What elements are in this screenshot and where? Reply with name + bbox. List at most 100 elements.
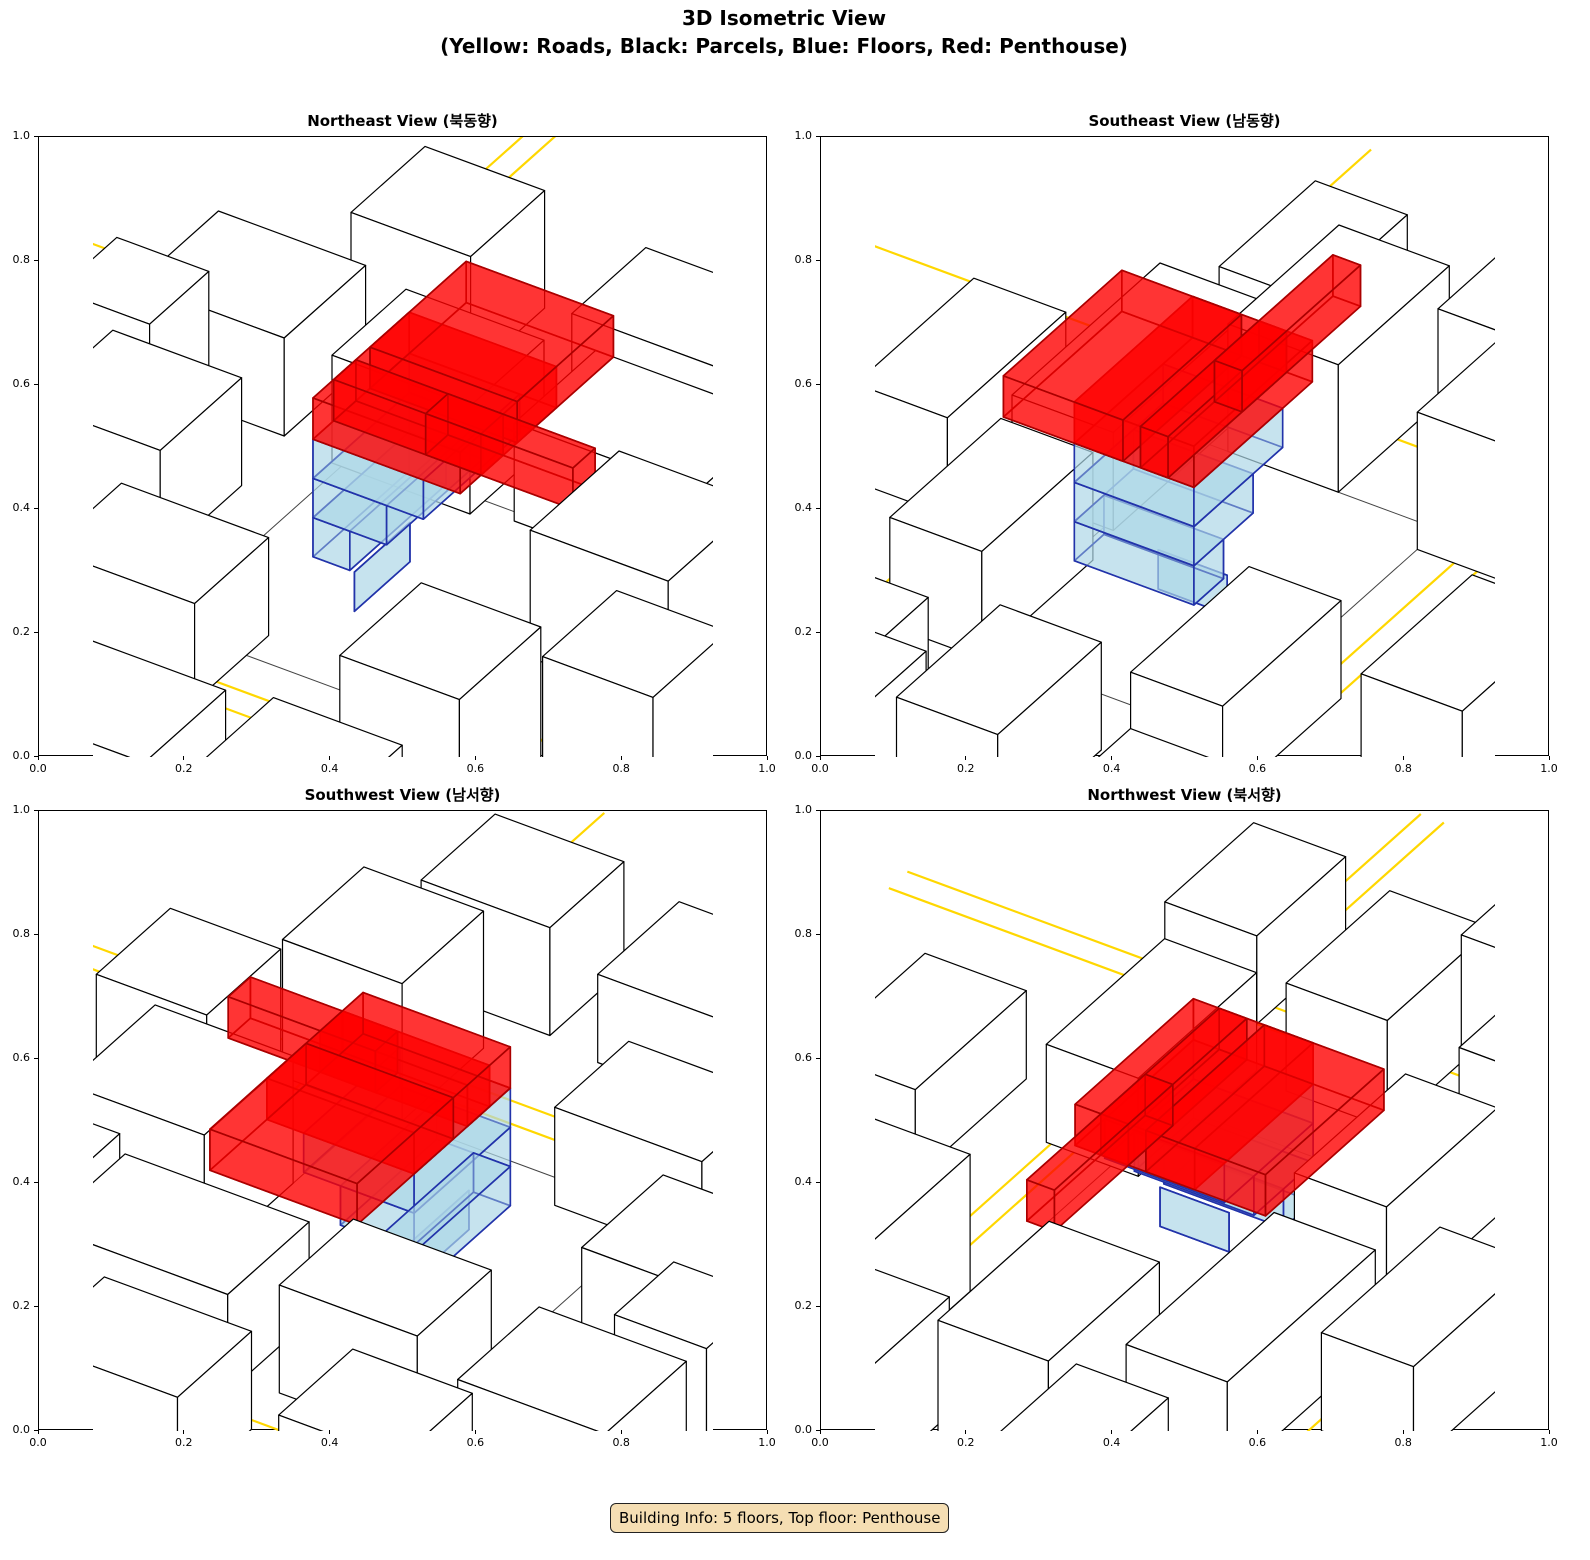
y-tick-mark [34,259,38,261]
y-tick-mark [816,1181,820,1183]
y-tick-mark [816,383,820,385]
x-tick-label: 1.0 [758,762,776,775]
x-tick-mark [965,1430,967,1434]
x-tick-label: 0.8 [612,762,630,775]
y-tick-label: 0.4 [12,501,31,514]
x-tick-label: 0.4 [1102,1436,1121,1449]
y-tick-mark [34,1181,38,1183]
parcel-building-right-face [1130,1397,1169,1431]
x-tick-mark [329,1430,331,1434]
x-tick-mark [1256,1430,1258,1434]
x-tick-mark [1256,756,1258,760]
y-tick-mark [816,1429,820,1431]
y-tick-label: 0.6 [794,1051,813,1064]
y-tick-mark [816,259,820,261]
y-tick-label: 0.0 [12,1423,31,1436]
floor-right-face [353,521,411,613]
x-tick-mark [965,756,967,760]
penthouse-right-face [1053,1083,1174,1233]
y-tick-mark [34,135,38,137]
parcel-building-right-face [997,641,1102,757]
figure-subtitle: (Yellow: Roads, Black: Parcels, Blue: Fl… [440,34,1128,58]
scene-canvas [93,137,713,757]
y-tick-mark [34,755,38,757]
x-tick-label: 1.0 [1540,1436,1558,1449]
scene [93,137,713,757]
parcel-building-right-face [607,1360,687,1431]
parcel-building-right-face [149,689,227,757]
x-tick-label: 0.6 [466,1436,485,1449]
x-tick-label: 0.4 [320,1436,339,1449]
parcel-building-right-face [981,451,1094,660]
y-tick-label: 0.2 [794,625,813,638]
x-tick-mark [1111,756,1113,760]
scene-canvas [875,148,1495,757]
parcel-building-right-face [458,626,542,757]
parcel-building-front-face [93,743,131,757]
y-tick-mark [34,507,38,509]
y-tick-mark [34,809,38,811]
panel-title: Southeast View (남동향) [1088,112,1281,130]
x-tick-mark [766,1430,768,1434]
x-tick-mark [620,1430,622,1434]
scene [93,812,713,1431]
y-tick-mark [816,1057,820,1059]
axes [820,810,1549,1431]
y-tick-label: 1.0 [794,803,813,816]
parcel-building-right-face [914,990,1027,1179]
x-tick-mark [329,756,331,760]
x-tick-label: 0.6 [1248,1436,1267,1449]
scene [875,148,1495,757]
y-tick-mark [34,1305,38,1307]
y-tick-label: 0.8 [794,253,813,266]
x-tick-mark [37,1430,39,1434]
x-tick-mark [183,756,185,760]
x-tick-label: 0.8 [1394,1436,1412,1449]
y-tick-mark [34,1429,38,1431]
x-tick-mark [474,756,476,760]
y-tick-label: 0.8 [794,927,813,940]
x-tick-label: 0.8 [1394,762,1412,775]
axes [38,810,767,1431]
y-tick-label: 0.8 [12,927,31,940]
parcel-building-front-face [278,1414,324,1431]
y-tick-label: 0.2 [794,1299,813,1312]
x-tick-label: 0.0 [29,762,47,775]
y-tick-label: 0.0 [794,749,813,762]
y-tick-label: 0.4 [12,1175,31,1188]
y-tick-label: 0.4 [794,501,813,514]
y-tick-mark [34,1057,38,1059]
y-tick-label: 0.6 [12,1051,31,1064]
y-tick-label: 1.0 [12,803,31,816]
parcel-building-right-face [705,1342,713,1431]
axes [820,136,1549,757]
penthouse-right-face [1241,264,1362,413]
x-tick-label: 0.6 [466,762,485,775]
x-tick-label: 0.2 [957,1436,975,1449]
y-tick-mark [816,135,820,137]
y-tick-mark [816,507,820,509]
y-tick-label: 0.8 [12,253,31,266]
y-tick-label: 0.2 [12,625,31,638]
scene-canvas [875,813,1495,1431]
x-tick-label: 0.8 [612,1436,630,1449]
parcel-building-right-face [652,643,713,757]
x-tick-label: 0.2 [175,1436,193,1449]
y-tick-mark [34,933,38,935]
x-tick-mark [183,1430,185,1434]
parcel-building-front-face [1416,411,1495,579]
scene [875,813,1495,1431]
y-tick-label: 0.0 [794,1423,813,1436]
y-tick-mark [816,755,820,757]
axes [38,136,767,757]
figure-title: 3D Isometric View [681,6,887,30]
x-tick-mark [819,756,821,760]
y-tick-mark [816,933,820,935]
parcel-building-top-face [1097,727,1210,757]
y-tick-label: 0.0 [12,749,31,762]
parcel-building-right-face [1337,265,1450,493]
x-tick-mark [474,1430,476,1434]
